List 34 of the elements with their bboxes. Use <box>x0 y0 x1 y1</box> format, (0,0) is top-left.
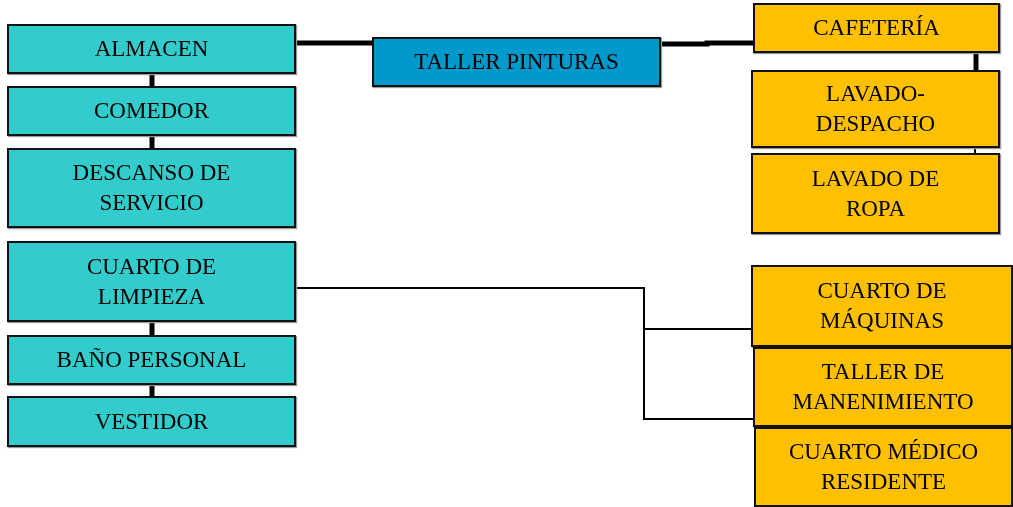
room-label: DESCANSO DE SERVICIO <box>71 159 232 217</box>
room-label: CUARTO MÉDICO RESIDENTE <box>787 438 980 496</box>
room-label: LAVADO- DESPACHO <box>814 80 937 138</box>
connector-line <box>974 147 976 154</box>
room-box <box>7 335 296 385</box>
connector-line <box>149 322 155 335</box>
room-box <box>751 153 1000 234</box>
room-box <box>7 86 296 136</box>
room-label: TALLER DE MANENIMIENTO <box>791 358 975 416</box>
connector-line <box>296 40 372 46</box>
connector-line <box>661 40 753 47</box>
room-label: CUARTO DE LIMPIEZA <box>85 252 218 311</box>
room-box <box>753 3 1000 53</box>
room-box <box>7 241 296 322</box>
room-label: LAVADO DE ROPA <box>810 164 941 223</box>
room-label: COMEDOR <box>94 97 209 125</box>
room-box <box>372 37 661 87</box>
room-box <box>751 70 1000 148</box>
room-box <box>7 396 296 447</box>
connector-line <box>149 136 155 148</box>
room-label: VESTIDOR <box>94 407 209 436</box>
room-box <box>753 347 1013 427</box>
connector-line <box>149 74 155 86</box>
room-box <box>751 265 1013 347</box>
room-label: BAÑO PERSONAL <box>56 346 247 374</box>
connector-line <box>973 53 979 70</box>
room-label: CUARTO DE MÁQUINAS <box>816 277 948 335</box>
room-box <box>754 427 1013 507</box>
room-label: CAFETERÍA <box>813 14 940 42</box>
room-label: TALLER PINTURAS <box>414 48 619 76</box>
room-box <box>7 148 296 228</box>
connector-line <box>149 385 155 396</box>
room-label: ALMACEN <box>94 35 209 63</box>
room-box <box>7 24 296 74</box>
